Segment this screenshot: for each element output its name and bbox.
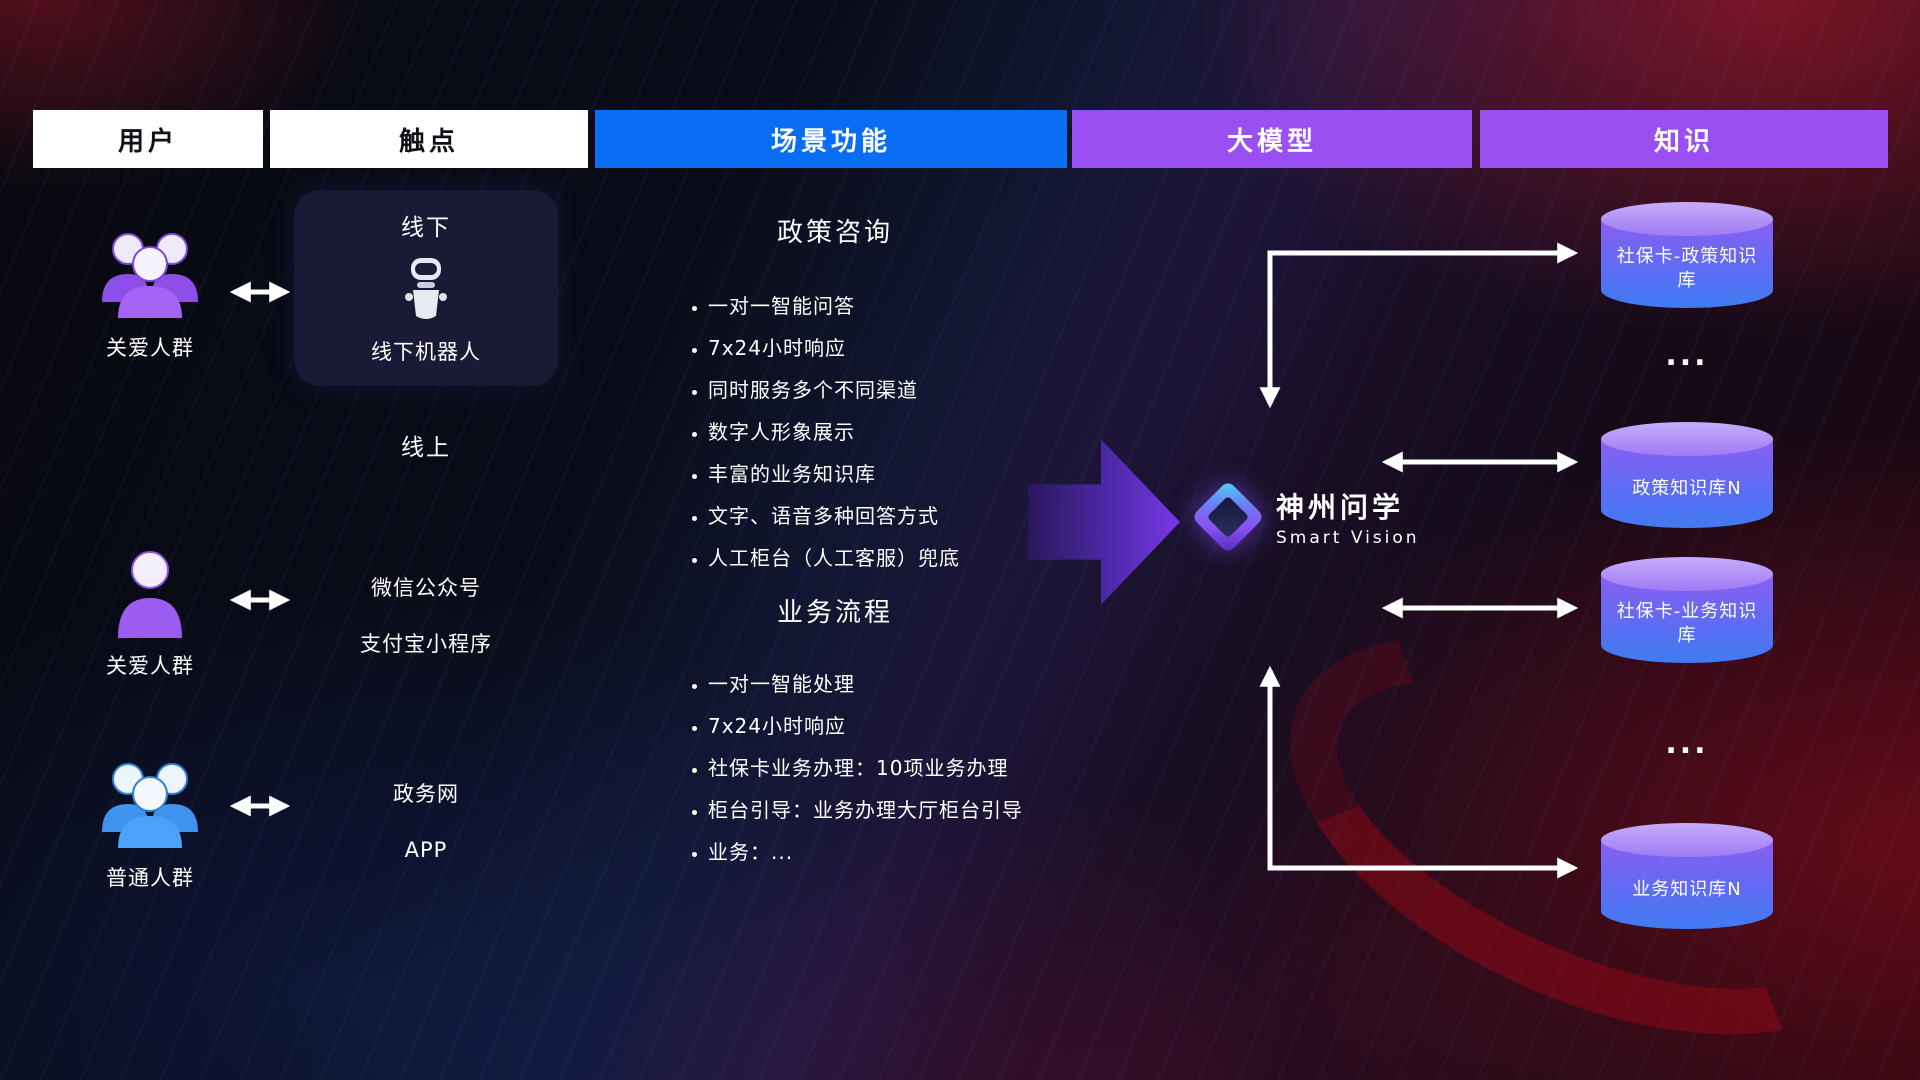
offline-touchpoint-card: 线下 线下机器人 [294,190,558,386]
column-header-touchpoints: 触点 [270,110,588,168]
ellipsis: ... [1665,338,1709,373]
channel-app: APP [404,838,448,862]
kb-label: 业务知识库N [1632,878,1742,900]
scenario-item: 同时服务多个不同渠道 [708,374,960,403]
user-label: 普通人群 [106,866,194,890]
robot-icon [405,258,447,319]
online-label: 线上 [401,435,451,461]
column-header-knowledge: 知识 [1480,110,1888,168]
scenario-title-policy: 政策咨询 [776,218,893,248]
scenario-item: 一对一智能问答 [708,290,960,319]
scenario-item: 人工柜台（人工客服）兜底 [708,542,960,571]
kb-policy-n: 政策知识库N [1601,422,1773,528]
scenario-item: 数字人形象展示 [708,416,960,445]
kb-social-card-policy: 社保卡-政策知识库 [1601,202,1773,308]
channel-wechat: 微信公众号 [371,576,481,600]
scenario-item: 社保卡业务办理：10项业务办理 [708,752,1023,781]
user-group-general: 普通人群 [80,752,220,892]
kb-label: 社保卡-业务知识库 [1616,601,1758,646]
scenario-item: 7x24小时响应 [708,710,1023,739]
person-purple-icon [118,551,182,638]
ellipsis: ... [1665,726,1709,761]
arrow-model-kb1 [1259,242,1579,409]
scenario-list-business: 一对一智能处理 7x24小时响应 社保卡业务办理：10项业务办理 柜台引导：业务… [708,668,1023,878]
cylinder-top [1601,422,1773,456]
smart-vision-logo-icon [1191,480,1265,554]
user-group-care-1: 关爱人群 [80,222,220,362]
cylinder-top [1601,823,1773,857]
cylinder-top [1601,557,1773,591]
kb-label: 社保卡-政策知识库 [1616,246,1758,291]
arrow-model-kb4 [1259,665,1579,879]
background-red-swoosh [1230,554,1920,1080]
column-header-model: 大模型 [1072,110,1472,168]
user-label: 关爱人群 [106,654,194,678]
model-subtitle: Smart Vision [1276,528,1420,548]
user-group-care-2: 关爱人群 [80,546,220,680]
cylinder-top [1601,202,1773,236]
scenario-item: 柜台引导：业务办理大厅柜台引导 [708,794,1023,823]
scenario-list-policy: 一对一智能问答 7x24小时响应 同时服务多个不同渠道 数字人形象展示 丰富的业… [708,290,960,584]
column-header-scenarios: 场景功能 [595,110,1067,168]
column-header-users: 用户 [33,110,263,168]
scenario-title-business: 业务流程 [776,598,893,628]
model-name: 神州问学 [1276,491,1405,524]
user-label: 关爱人群 [106,336,194,360]
scenario-item: 一对一智能处理 [708,668,1023,697]
kb-social-card-business: 社保卡-业务知识库 [1601,557,1773,663]
group-blue-icon [102,763,198,848]
group-purple-icon [102,233,198,318]
flow-arrow [1028,439,1180,605]
scenario-item: 文字、语音多种回答方式 [708,500,960,529]
kb-label: 政策知识库N [1632,477,1742,499]
offline-label: 线下 [401,215,451,241]
channel-alipay: 支付宝小程序 [360,632,492,656]
kb-business-n: 业务知识库N [1601,823,1773,929]
offline-robot-label: 线下机器人 [371,340,481,364]
scenario-item: 丰富的业务知识库 [708,458,960,487]
model-label: 神州问学 Smart Vision [1276,486,1420,548]
scenario-item: 7x24小时响应 [708,332,960,361]
channel-gov-web: 政务网 [393,782,459,806]
smart-vision-logo: 神州问学 Smart Vision [1191,480,1420,554]
scenario-item: 业务：... [708,836,1023,865]
